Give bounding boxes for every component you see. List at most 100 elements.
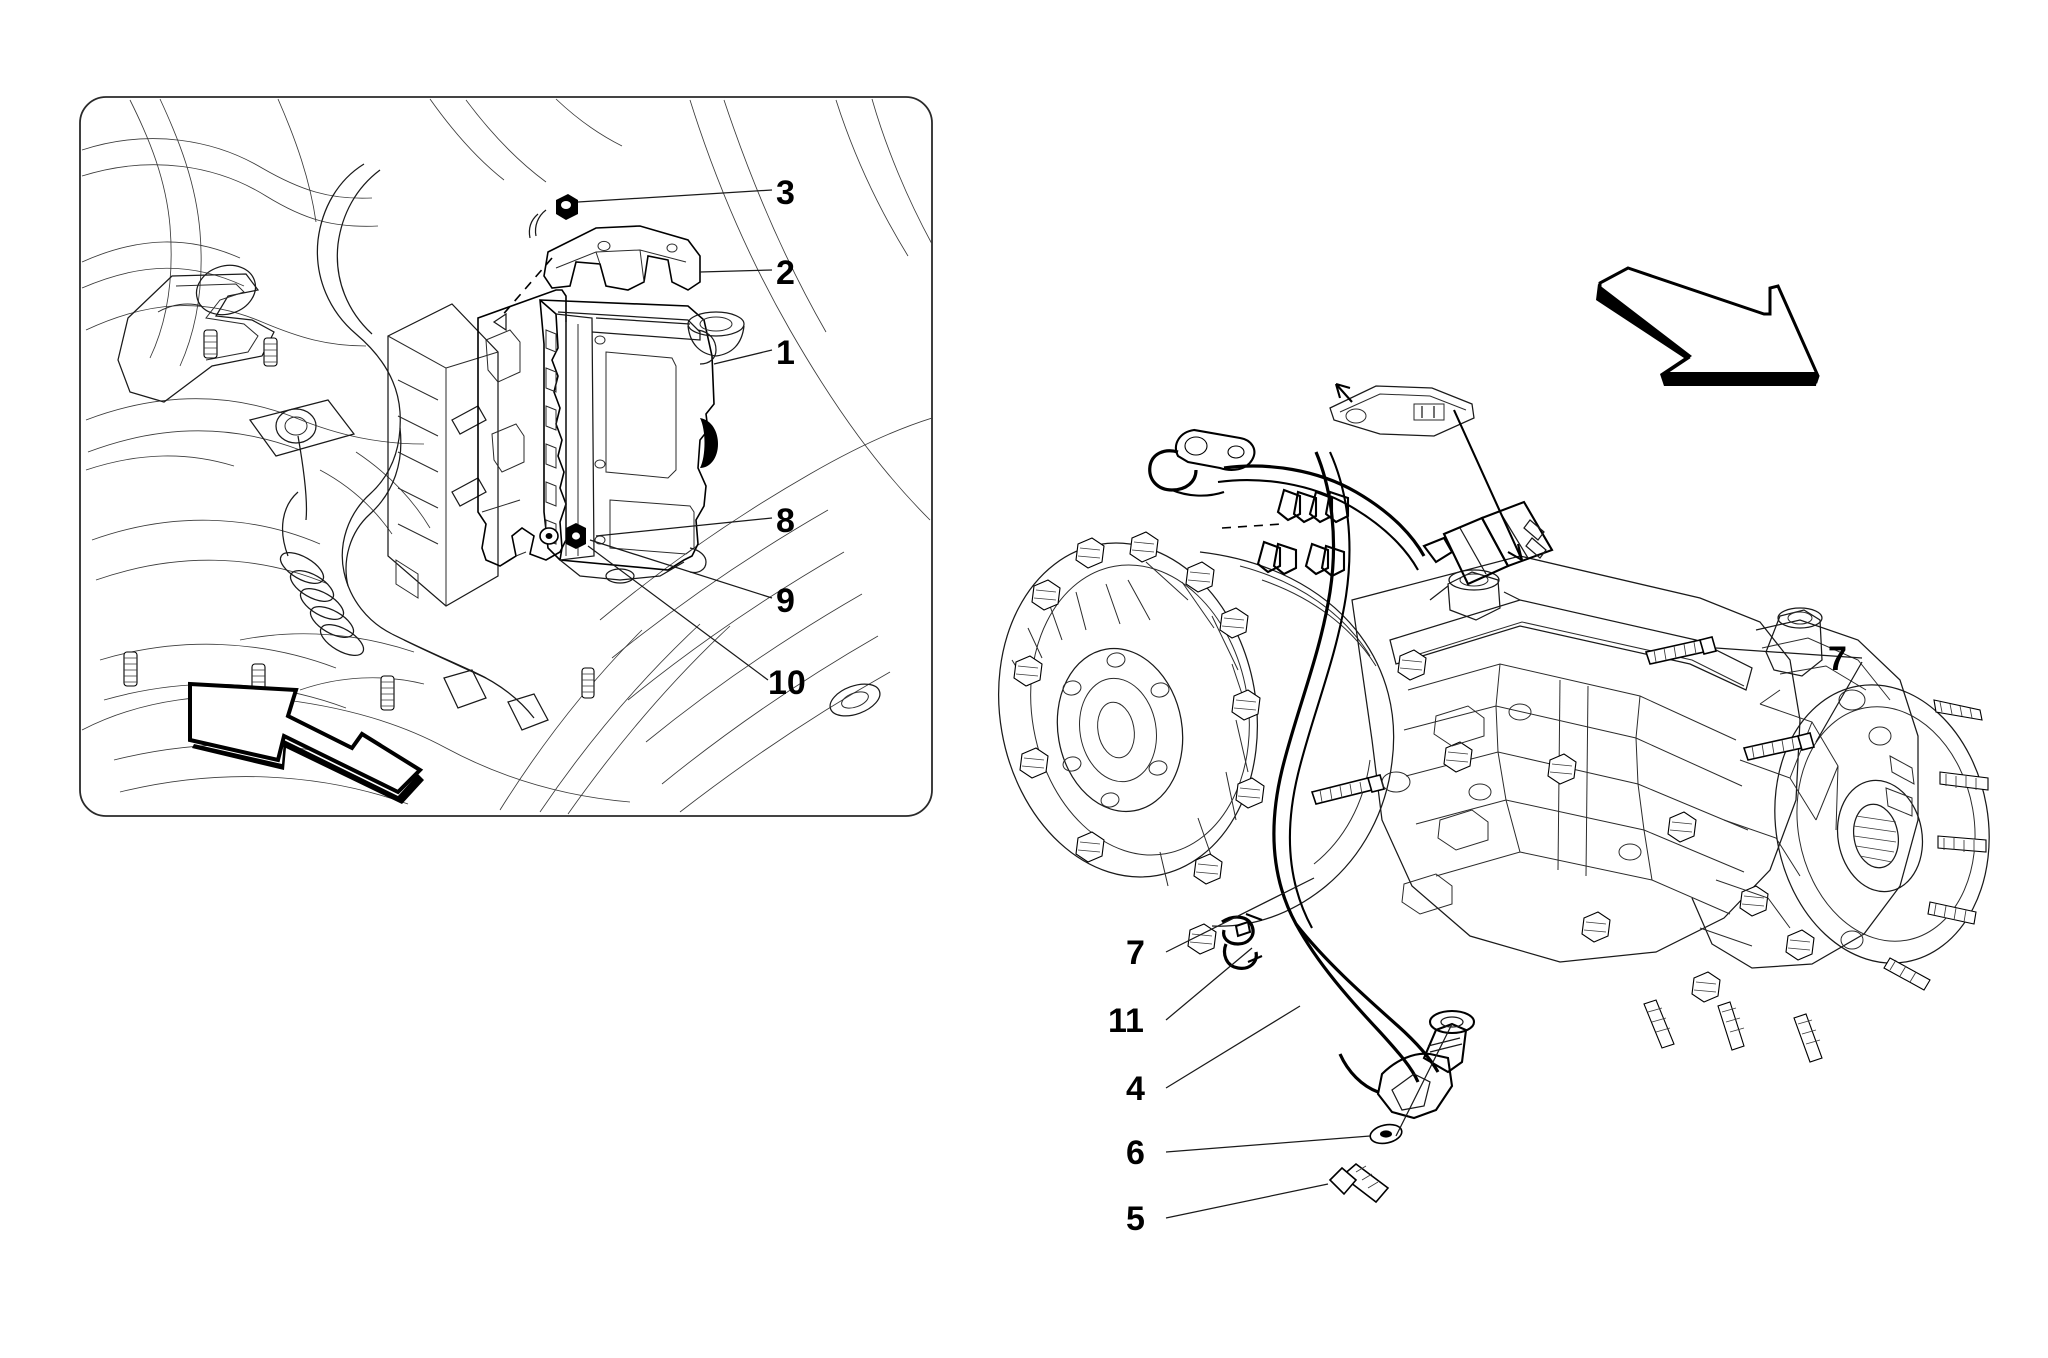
case-hole — [1468, 783, 1492, 801]
upper-bracket — [543, 225, 701, 291]
floor-tunnel-contours — [81, 451, 631, 803]
callout-label-2: 2 — [776, 254, 795, 292]
bracket-nut-3 — [528, 194, 578, 239]
leader-10 — [587, 545, 769, 681]
leader-7-case — [1165, 877, 1315, 953]
flange-studs — [1643, 699, 1989, 1063]
nut — [1187, 923, 1217, 955]
assembly-dash-line — [499, 257, 553, 319]
leader-5 — [1165, 1183, 1329, 1219]
coiled-harness — [279, 491, 365, 656]
callout-label-11: 11 — [1108, 1002, 1144, 1040]
stud — [1927, 901, 1977, 925]
harness-clip — [1304, 542, 1346, 578]
stud-seat-hole — [1381, 771, 1411, 793]
harness-clip — [1276, 488, 1318, 524]
stud — [1643, 999, 1675, 1049]
sensor-leader — [1395, 1023, 1453, 1137]
leader-4 — [1165, 1005, 1301, 1089]
rear-housing-ribs — [1699, 689, 1839, 947]
case-bolts — [1397, 649, 1769, 943]
callout-label-6: 6 — [1126, 1134, 1145, 1172]
bulkhead-hole — [195, 264, 257, 316]
rear-housing-bolts — [1691, 689, 1915, 1003]
cable-clip-11 — [1221, 913, 1263, 970]
ecu-screw-a — [594, 335, 606, 345]
bolt-head — [1581, 911, 1611, 943]
rear-hole — [1838, 689, 1866, 711]
leader-7-upper — [1715, 647, 1863, 659]
output-shaft-spline — [1853, 803, 1899, 869]
rear-hole — [1840, 930, 1864, 950]
round-connector — [248, 399, 356, 521]
bellhousing-bore — [1097, 701, 1135, 759]
bolt-head — [1547, 753, 1577, 785]
nut — [1185, 561, 1215, 593]
callout-label-5: 5 — [1126, 1200, 1145, 1238]
detail-arrow-b — [1453, 409, 1524, 561]
floor-grommet-inner — [841, 691, 869, 709]
bellhousing-hub-inner — [1079, 677, 1157, 783]
callout-label-3: 3 — [776, 174, 795, 212]
harness-clip — [1308, 490, 1350, 524]
bolt-head — [1739, 885, 1769, 917]
bellhousing-nuts — [1013, 531, 1265, 955]
leader-7-lower — [1815, 661, 1863, 743]
final-drive-flange-inner — [1796, 706, 1976, 942]
rear-extension-housing — [1643, 607, 1990, 1063]
stud-f — [581, 667, 595, 699]
rear-housing-tower — [1765, 607, 1823, 677]
bracket-hole-b — [666, 243, 678, 253]
stud — [1939, 771, 1989, 791]
callout-label-1: 1 — [776, 334, 795, 372]
leader-1 — [713, 349, 773, 365]
ecu-mounting-bracket — [477, 289, 567, 567]
bolt-head — [1691, 971, 1721, 1003]
nut — [1235, 777, 1265, 809]
sensor-screw-5 — [1328, 1162, 1390, 1204]
floor-grommet — [829, 683, 881, 717]
final-drive-flange — [1774, 684, 1990, 964]
callout-label-8: 8 — [776, 502, 795, 540]
gearbox-main-case — [1351, 555, 1801, 963]
stud-bolt-7-case — [1310, 771, 1411, 805]
left-bracket-plate — [117, 273, 275, 403]
fastener-stack-bottom — [539, 523, 586, 549]
view-direction-arrow-right — [1596, 266, 1820, 386]
case-top-boss — [1429, 569, 1521, 621]
stud — [1883, 957, 1931, 991]
harness-eyelet-terminal — [1148, 428, 1256, 497]
stud-a — [203, 329, 218, 359]
leader-9 — [589, 539, 773, 599]
sensor-washer-6 — [1369, 1123, 1403, 1145]
nut — [1075, 537, 1105, 569]
leader-11 — [1165, 947, 1253, 1021]
harness-connector-block — [443, 669, 549, 731]
callout-label-4: 4 — [1126, 1070, 1145, 1108]
case-hole — [1508, 703, 1532, 721]
stud-bolt-7-lower — [1742, 732, 1815, 761]
bracket-hole-a — [597, 240, 611, 252]
bellhousing-hub — [1056, 647, 1184, 813]
wiring-harness-4 — [1148, 382, 1554, 1083]
stud-c — [123, 651, 138, 687]
nut — [1219, 607, 1249, 639]
stud — [1717, 1001, 1745, 1051]
bell-housing — [997, 531, 1395, 955]
inset-callouts: 3 2 1 8 9 10 — [577, 174, 806, 702]
view-direction-arrow-left — [188, 681, 424, 804]
harness-connector — [1422, 500, 1554, 586]
callout-label-10: 10 — [768, 664, 806, 702]
ecu-screw-b — [594, 459, 606, 469]
case-hole — [1618, 843, 1642, 861]
nut — [1193, 853, 1223, 885]
leader-2 — [699, 269, 773, 273]
bolt-head — [1785, 929, 1815, 961]
stud — [1937, 835, 1987, 853]
stud-b — [263, 337, 278, 367]
rear-hole — [1868, 726, 1892, 746]
harness-clip — [1256, 540, 1298, 576]
stud — [1793, 1013, 1823, 1063]
engine-bay-inset — [79, 96, 933, 817]
